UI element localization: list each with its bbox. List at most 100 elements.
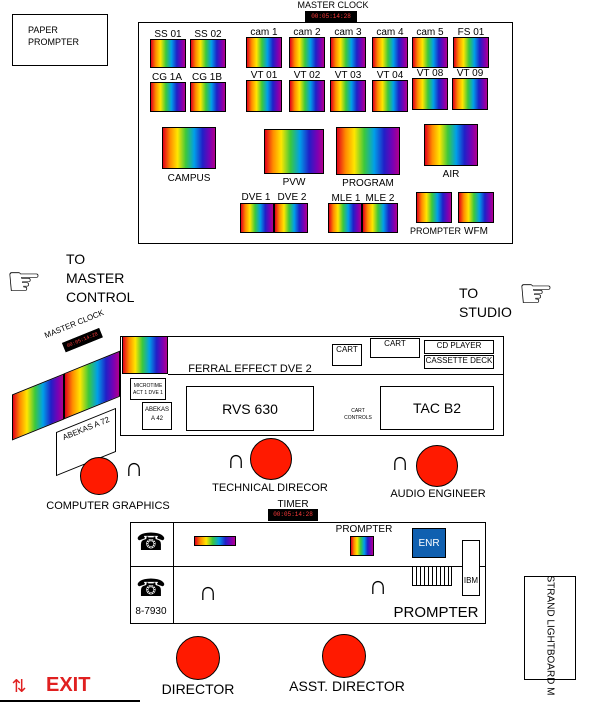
monitor-label-cam5: cam 5: [416, 27, 444, 38]
exit-arrow-icon: ⇅: [11, 676, 27, 696]
monitor-ss01: [150, 39, 186, 68]
phone-icon: ☎: [136, 529, 166, 556]
monitor-label-wfm: WFM: [464, 226, 488, 237]
monitor-dve1: [240, 203, 274, 233]
to-studio-label: TO STUDIO: [459, 285, 512, 320]
rvs630-label: RVS 630: [222, 401, 278, 417]
computer-graphics-seat: [80, 457, 118, 495]
cart-1-box: [332, 344, 362, 366]
monitor-cg1a: [150, 82, 186, 112]
monitor-pvw: [264, 129, 324, 174]
monitor-vt01: [246, 80, 282, 112]
abekas-a42-box: [142, 402, 172, 430]
headset-icon: ∩: [124, 452, 144, 482]
monitor-label-vt02: VT 02: [293, 70, 321, 81]
abekas-a42-label: ABEKAS A 42: [144, 407, 169, 422]
console-monitor: [122, 336, 168, 374]
director-mini-monitors: [194, 536, 236, 546]
monitor-cam5: [412, 37, 448, 68]
audio-engineer-label: AUDIO ENGINEER: [390, 488, 486, 500]
monitor-label-ss02: SS 02: [194, 29, 222, 40]
monitor-label-fs01: FS 01: [457, 27, 485, 38]
headset-icon: ∩: [368, 570, 388, 600]
technical-director-label: TECHNICAL DIRECOR: [212, 482, 328, 494]
headset-icon: ∩: [226, 444, 246, 474]
technical-director-seat: [250, 438, 292, 480]
monitor-label-cam2: cam 2: [293, 27, 321, 38]
asst-director-seat: [322, 634, 366, 678]
monitor-vt03: [330, 80, 366, 112]
monitor-label-program: PROGRAM: [342, 178, 394, 189]
computer-graphics-label: COMPUTER GRAPHICS: [46, 500, 170, 512]
monitor-vt08: [412, 78, 448, 110]
timer-label: TIMER: [277, 499, 309, 510]
prompter-small-monitor: [350, 536, 374, 556]
cd-player-label: CD PLAYER: [436, 341, 482, 350]
monitor-vt02: [289, 80, 325, 112]
monitor-cam4: [372, 37, 408, 68]
monitor-cg1b: [190, 82, 226, 112]
phone-number-label: 8-7930: [135, 606, 167, 617]
director-console-divider-v: [173, 522, 174, 624]
hand-pointing-right-icon: ☞: [6, 260, 42, 304]
strand-lightboard: [524, 576, 576, 680]
monitor-air: [424, 124, 478, 166]
monitor-label-ss01: SS 01: [154, 29, 182, 40]
monitor-program: [336, 127, 400, 175]
monitor-label-cam3: cam 3: [334, 27, 362, 38]
microtime-box: [130, 378, 166, 400]
cart-2-label: CART: [384, 339, 406, 348]
timer-display: 00:05:14:28: [268, 509, 318, 521]
monitor-label-cam4: cam 4: [376, 27, 404, 38]
rvs630-box: [186, 386, 314, 431]
hand-pointing-right-icon: ☞: [518, 272, 554, 316]
monitor-label-air: AIR: [442, 169, 460, 180]
monitor-label-vt03: VT 03: [334, 70, 362, 81]
monitor-label-mle1: MLE 1: [331, 193, 361, 204]
cassette-deck-box: [424, 355, 494, 369]
monitor-vt04: [372, 80, 408, 112]
prompter-small-label: PROMPTER: [335, 524, 393, 535]
monitor-label-vt01: VT 01: [250, 70, 278, 81]
cd-player-box: [424, 340, 494, 354]
monitor-label-cg1b: CG 1B: [191, 72, 222, 83]
monitor-prompter: [416, 192, 452, 223]
monitor-vt09: [452, 78, 488, 110]
monitor-label-cam1: cam 1: [250, 27, 278, 38]
ibm-label: IBM: [463, 576, 479, 585]
tac-b2-box: [380, 386, 494, 430]
monitor-cam2: [289, 37, 325, 68]
ferral-effect-label: FERRAL EFFECT DVE 2: [188, 363, 312, 375]
phone-icon: ☎: [136, 575, 166, 602]
console-divider: [168, 374, 504, 375]
strand-label: STRAND LIGHTBOARD M: [544, 575, 556, 696]
director-label: DIRECTOR: [161, 681, 235, 697]
monitor-label-vt04: VT 04: [376, 70, 404, 81]
monitor-cam1: [246, 37, 282, 68]
monitor-label-vt09: VT 09: [456, 68, 484, 79]
monitor-label-dve1: DVE 1: [241, 192, 271, 203]
monitor-ss02: [190, 39, 226, 68]
headset-icon: ∩: [198, 576, 218, 606]
audio-engineer-seat: [416, 445, 458, 487]
director-console-divider-h: [130, 566, 486, 567]
paper-prompter-box: [12, 14, 108, 66]
monitor-label-dve2: DVE 2: [277, 192, 307, 203]
monitor-label-pvw: PVW: [282, 177, 306, 188]
monitor-label-cg1a: CG 1A: [151, 72, 182, 83]
monitor-dve2: [274, 203, 308, 233]
monitor-label-prompter: PROMPTER: [410, 226, 462, 236]
headset-icon: ∩: [390, 446, 410, 476]
monitor-label-campus: CAMPUS: [167, 173, 211, 184]
cart-1-label: CART: [336, 345, 358, 354]
exit-floor-line: [0, 700, 140, 702]
ibm-computer: [462, 540, 480, 596]
to-master-control-label: TO MASTER CONTROL: [66, 251, 135, 305]
monitor-wfm: [458, 192, 494, 223]
master-clock-left-display: 00:05:14:28: [62, 328, 103, 353]
exit-label: EXIT: [46, 674, 91, 696]
monitor-fs01: [453, 37, 489, 68]
monitor-label-mle2: MLE 2: [365, 193, 395, 204]
asst-director-label: ASST. DIRECTOR: [289, 678, 405, 694]
tac-b2-label: TAC B2: [413, 400, 461, 416]
